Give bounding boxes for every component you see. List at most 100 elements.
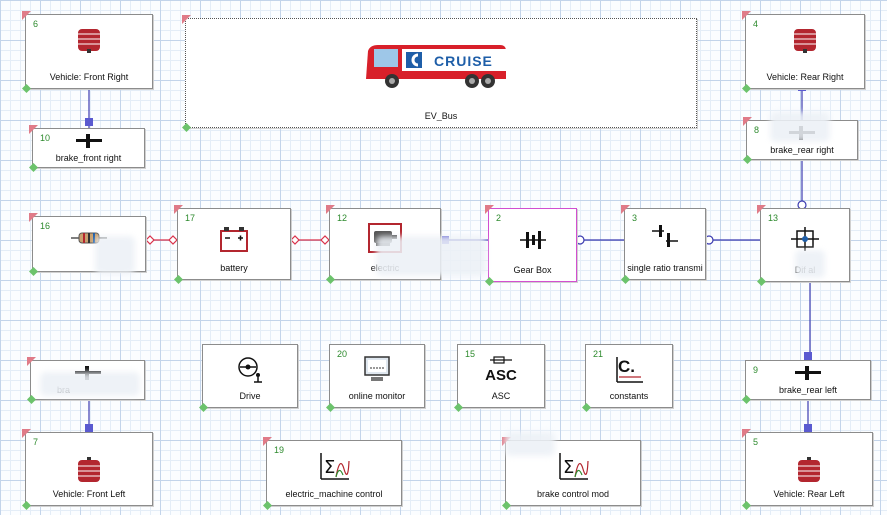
obscured-region bbox=[95, 236, 135, 274]
differential-icon bbox=[791, 227, 819, 251]
output-flag-icon bbox=[29, 267, 38, 276]
block-label: Vehicle: Rear Right bbox=[766, 72, 844, 82]
block-label: brake_front right bbox=[55, 153, 122, 163]
block-label: electric_machine control bbox=[285, 489, 383, 499]
block-label: battery bbox=[220, 263, 248, 273]
output-flag-icon bbox=[326, 403, 335, 412]
vehicle-front-right-block[interactable]: 6 Vehicle: Front Right bbox=[22, 11, 153, 93]
function-icon: Σ bbox=[559, 453, 589, 480]
constants-icon bbox=[616, 357, 643, 383]
obscured-region bbox=[770, 112, 830, 142]
input-flag-icon bbox=[29, 125, 38, 134]
function-icon: Σ bbox=[320, 453, 350, 480]
transmission-icon bbox=[652, 225, 678, 247]
single-ratio-transmission-block[interactable]: 3 single ratio transmi bbox=[621, 205, 706, 284]
block-number: 6 bbox=[33, 19, 39, 29]
block-number: 12 bbox=[337, 213, 348, 223]
block-number: 20 bbox=[337, 349, 348, 359]
block-number: 15 bbox=[465, 349, 476, 359]
wheel-icon bbox=[798, 457, 820, 482]
ev-bus-block[interactable]: CRUISE EV_Bus bbox=[182, 15, 697, 132]
output-flag-icon bbox=[174, 275, 183, 284]
input-flag-icon bbox=[29, 213, 38, 222]
block-number: 21 bbox=[593, 349, 604, 359]
obscured-region bbox=[40, 372, 140, 396]
block-label: EV_Bus bbox=[424, 111, 458, 121]
online-monitor-block[interactable]: 20 online monitor bbox=[326, 344, 425, 412]
asc-icon-text: ASC bbox=[485, 367, 517, 384]
input-flag-icon bbox=[742, 11, 751, 20]
block-number: 8 bbox=[754, 125, 760, 135]
block-label: Vehicle: Rear Left bbox=[773, 489, 845, 499]
output-flag-icon bbox=[742, 501, 751, 510]
constants-block[interactable]: 21 C. constants bbox=[582, 344, 673, 412]
block-number: 3 bbox=[632, 213, 638, 223]
block-label: brake_rear left bbox=[778, 385, 838, 395]
input-flag-icon bbox=[621, 205, 630, 214]
brake-front-right-block[interactable]: 10 brake_front right bbox=[29, 125, 145, 172]
block-number: 2 bbox=[496, 213, 502, 223]
input-flag-icon bbox=[174, 205, 183, 214]
output-flag-icon bbox=[742, 84, 751, 93]
output-flag-icon bbox=[182, 123, 191, 132]
block-number: 17 bbox=[185, 213, 196, 223]
input-flag-icon bbox=[743, 117, 752, 126]
block-number: 9 bbox=[753, 365, 759, 375]
vehicle-rear-right-block[interactable]: 4 Vehicle: Rear Right bbox=[742, 11, 865, 93]
output-flag-icon bbox=[757, 277, 766, 286]
output-flag-icon bbox=[502, 501, 511, 510]
battery-block[interactable]: 17 battery bbox=[174, 205, 291, 284]
output-flag-icon bbox=[582, 403, 591, 412]
asc-block[interactable]: 15 ASC ASC bbox=[454, 344, 545, 412]
output-flag-icon bbox=[485, 277, 494, 286]
input-flag-icon bbox=[485, 205, 494, 214]
input-flag-icon bbox=[182, 15, 191, 24]
input-flag-icon bbox=[742, 429, 751, 438]
block-number: 5 bbox=[753, 437, 759, 447]
input-flag-icon bbox=[757, 205, 766, 214]
block-number: 4 bbox=[753, 19, 759, 29]
gearbox-icon bbox=[519, 231, 546, 249]
output-flag-icon bbox=[22, 84, 31, 93]
block-label: Vehicle: Front Left bbox=[52, 489, 126, 499]
output-flag-icon bbox=[621, 275, 630, 284]
bus-image: CRUISE bbox=[362, 43, 508, 89]
svg-text:Σ: Σ bbox=[563, 457, 574, 478]
block-number: 10 bbox=[40, 133, 51, 143]
input-flag-icon bbox=[263, 437, 272, 446]
output-flag-icon bbox=[454, 403, 463, 412]
input-flag-icon bbox=[22, 429, 31, 438]
gear-box-block[interactable]: 2 Gear Box bbox=[485, 205, 577, 286]
output-flag-icon bbox=[263, 501, 272, 510]
block-label: Gear Box bbox=[513, 265, 552, 275]
vehicle-front-left-block[interactable]: 7 Vehicle: Front Left bbox=[22, 429, 153, 510]
monitor-icon bbox=[364, 356, 390, 381]
electric-machine-control-block[interactable]: 19 Σ electric_machine control bbox=[263, 437, 402, 510]
obscured-region bbox=[505, 432, 555, 456]
block-number: 13 bbox=[768, 213, 779, 223]
input-flag-icon bbox=[27, 357, 36, 366]
output-flag-icon bbox=[743, 155, 752, 164]
output-flag-icon bbox=[29, 163, 38, 172]
svg-text:Σ: Σ bbox=[324, 457, 335, 478]
vehicle-rear-left-block[interactable]: 5 Vehicle: Rear Left bbox=[742, 429, 873, 510]
wheel-icon bbox=[794, 29, 816, 53]
drive-block[interactable]: Drive bbox=[199, 344, 298, 412]
block-label: brake_rear right bbox=[770, 145, 834, 155]
driver-icon bbox=[238, 357, 262, 383]
constants-icon-text: C. bbox=[618, 357, 635, 376]
output-flag-icon bbox=[27, 395, 36, 404]
bus-logo-text: CRUISE bbox=[434, 53, 493, 69]
output-flag-icon bbox=[326, 275, 335, 284]
block-label: constants bbox=[609, 391, 649, 401]
brake-rear-left-block[interactable]: 9 brake_rear left bbox=[742, 360, 871, 404]
obscured-region bbox=[795, 250, 825, 278]
resistor-icon bbox=[71, 232, 107, 244]
brake-icon bbox=[75, 134, 102, 148]
block-label: Drive bbox=[239, 391, 261, 401]
input-flag-icon bbox=[326, 205, 335, 214]
asc-icon bbox=[490, 356, 512, 364]
wheel-icon bbox=[78, 29, 100, 53]
